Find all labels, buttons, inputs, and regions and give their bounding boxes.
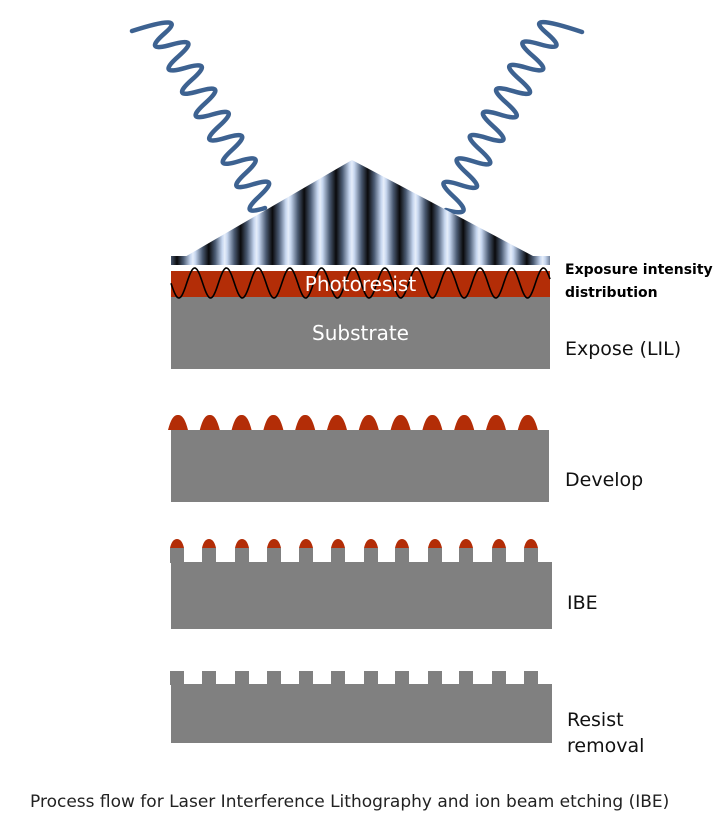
resist-cap — [170, 539, 184, 548]
grating-pillar — [331, 671, 345, 685]
resist-cap — [299, 539, 313, 548]
step-label-expose: Expose (LIL) — [565, 338, 682, 360]
grating-pillar — [395, 671, 409, 685]
resist-bump — [199, 414, 220, 430]
etched-pillar — [364, 548, 378, 563]
resist-cap — [331, 539, 345, 548]
resist-bump — [454, 414, 475, 430]
grating-pillar — [492, 671, 506, 685]
resist-bump — [486, 414, 506, 430]
resist-cap — [524, 539, 538, 548]
grating-pillar — [364, 671, 378, 685]
resist-cap — [428, 539, 442, 548]
resist-bump — [358, 414, 379, 430]
etched-pillar — [299, 548, 313, 563]
substrate-label: Substrate — [312, 321, 409, 345]
resist-bump — [168, 414, 188, 430]
resist-bump — [422, 414, 443, 430]
intensity-label-line2: distribution — [565, 285, 658, 301]
resist-cap — [202, 539, 216, 548]
resist-bump — [390, 414, 411, 430]
resist-bump — [327, 414, 347, 430]
etched-pillar — [202, 548, 216, 563]
step-label-ibe: IBE — [567, 592, 598, 614]
resist-cap — [235, 539, 249, 548]
resist-cap — [492, 539, 506, 548]
etched-pillar — [524, 548, 538, 563]
substrate-expose — [171, 297, 550, 369]
etched-pillar — [235, 548, 249, 563]
interference-pattern — [171, 160, 550, 265]
grating-pillar — [202, 671, 216, 685]
interference-pattern-base — [171, 256, 550, 265]
etched-pillar — [267, 548, 281, 563]
resist-bump — [517, 414, 538, 430]
etched-pillar — [492, 548, 506, 563]
incident-laser-beam-right — [441, 19, 585, 215]
grating-pillar — [428, 671, 442, 685]
step-label-resist-line1: Resist — [567, 709, 624, 731]
substrate-ibe — [171, 562, 552, 629]
grating-pillar — [267, 671, 281, 685]
resist-bump — [231, 414, 252, 430]
etched-pillar — [331, 548, 345, 563]
etched-pillars-with-resist — [170, 539, 538, 563]
developed-resist-bumps — [168, 414, 538, 430]
substrate-final — [171, 684, 552, 743]
intensity-label-line1: Exposure intensity — [565, 262, 713, 278]
resist-cap — [395, 539, 409, 548]
resist-cap — [364, 539, 378, 548]
etched-pillar — [428, 548, 442, 563]
resist-cap — [459, 539, 473, 548]
step-label-develop: Develop — [565, 469, 644, 491]
substrate-develop — [171, 430, 549, 502]
grating-pillar — [299, 671, 313, 685]
resist-bump — [263, 414, 284, 430]
resist-bump — [295, 414, 316, 430]
resist-cap — [267, 539, 281, 548]
photoresist-label: Photoresist — [304, 272, 417, 296]
exposure-intensity-curve — [170, 267, 551, 299]
etched-pillar — [395, 548, 409, 563]
etched-pillar — [170, 548, 184, 563]
step-label-resist-line2: removal — [567, 735, 645, 757]
grating-pillar — [459, 671, 473, 685]
figure-caption: Process flow for Laser Interference Lith… — [30, 792, 670, 812]
final-grating-pillars — [170, 671, 538, 685]
grating-pillar — [524, 671, 538, 685]
incident-laser-beam-left — [129, 20, 272, 213]
etched-pillar — [459, 548, 473, 563]
grating-pillar — [235, 671, 249, 685]
grating-pillar — [170, 671, 184, 685]
